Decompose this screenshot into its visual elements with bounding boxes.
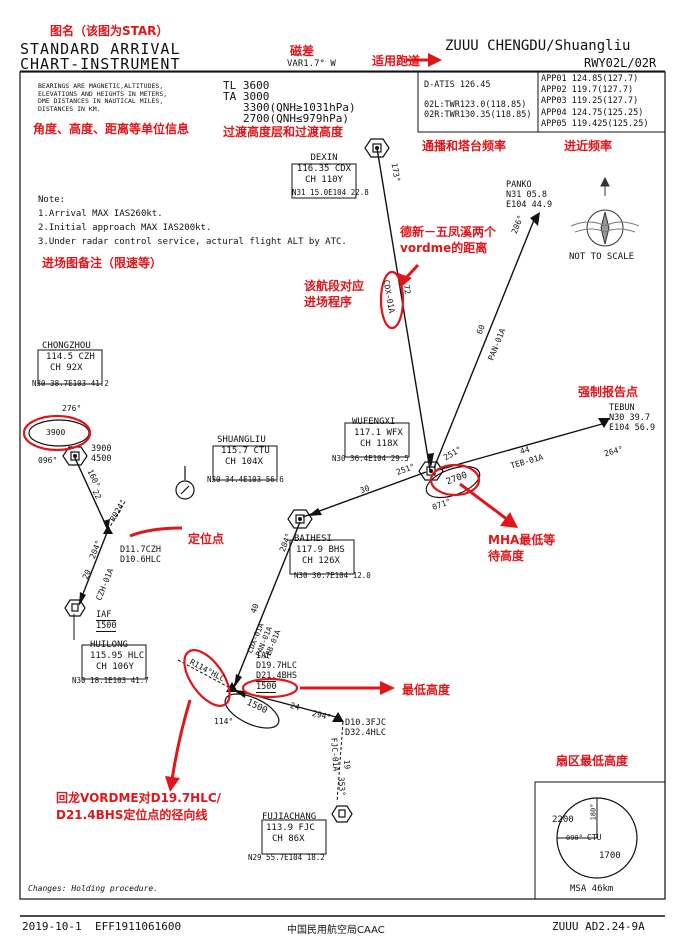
baihesi-coord: N30 30.7E104 12.0 bbox=[294, 571, 371, 580]
not-to-scale: NOT TO SCALE bbox=[569, 252, 635, 262]
footer-authority: 中国民用航空局CAAC bbox=[287, 925, 385, 936]
baihesi-box bbox=[289, 539, 355, 575]
airport-name: ZUUU CHENGDU/Shuangliu bbox=[445, 38, 631, 54]
msa-alt-left: 2200 bbox=[552, 815, 574, 825]
iaf-hold-bearing: 114° bbox=[214, 717, 234, 726]
route-teb bbox=[437, 423, 603, 471]
dexin-coord: N31 15.0E104 22.8 bbox=[292, 188, 369, 197]
footer-page: ZUUU AD2.24-9A bbox=[552, 920, 645, 933]
huilong-box bbox=[81, 644, 147, 680]
route-czh bbox=[74, 457, 109, 531]
shuangliu-vor-symbol bbox=[175, 466, 195, 500]
fjc-inbound: 353° bbox=[336, 776, 347, 797]
czh-fix-triangle bbox=[103, 525, 113, 534]
chongzhou-coord: N30 38.7E103 41.2 bbox=[32, 379, 109, 388]
panko-triangle bbox=[530, 212, 540, 226]
fjc-fix-triangle bbox=[332, 712, 344, 722]
fjc-distance: 24 bbox=[289, 700, 301, 713]
dexin-vor-symbol bbox=[364, 138, 390, 158]
atis-freq: D-ATIS 126.45 bbox=[424, 80, 491, 90]
units-annotation: 角度、高度、距离等单位信息 bbox=[33, 122, 190, 136]
wufengxi-box bbox=[344, 422, 410, 458]
chongzhou-vor-symbol bbox=[62, 446, 88, 466]
baihesi-vor-symbol bbox=[287, 509, 313, 529]
magvar: VAR1.7° W bbox=[287, 59, 336, 69]
msa-alt-right: 1700 bbox=[599, 851, 621, 861]
changes-note: Changes: Holding procedure. bbox=[28, 884, 159, 893]
radial-annotation: 回龙VORDME对D19.7HLC/ D21.4BHS定位点的径向线 bbox=[56, 791, 222, 822]
msa-box bbox=[534, 781, 666, 900]
north-arrow-icon bbox=[570, 176, 640, 247]
shuangliu-coord: N30 34.4E103 56.6 bbox=[207, 475, 284, 484]
msa-brg-left: 090° bbox=[566, 834, 583, 842]
approach-box bbox=[537, 71, 666, 133]
report-point-annotation: 强制报告点 bbox=[578, 385, 639, 399]
route-czh-iaf bbox=[78, 529, 109, 605]
route-bhs-iaf bbox=[233, 521, 301, 687]
tebun-triangle bbox=[598, 418, 610, 428]
chart-name-annotation: 图名（该图为STAR） bbox=[50, 24, 169, 38]
units-note: BEARINGS ARE MAGNETIC,ALTITUDES,ELEVATIO… bbox=[38, 82, 168, 113]
runway: RWY02L/02R bbox=[584, 56, 657, 70]
tower-annotation: 通播和塔台频率 bbox=[422, 139, 507, 153]
route-program-annotation: 该航段对应 进场程序 bbox=[304, 279, 365, 309]
route-pan bbox=[433, 219, 535, 469]
magvar-annotation: 磁差 bbox=[290, 44, 315, 58]
footer-eff: EFF1911061600 bbox=[95, 920, 182, 933]
msa-center: CTU bbox=[587, 833, 602, 842]
chart-title-line1: STANDARD ARRIVAL bbox=[20, 40, 181, 58]
tower-freq: 02L:TWR123.0(118.85)02R:TWR130.35(118.85… bbox=[424, 100, 532, 120]
czh-hold-inbound: 276° bbox=[62, 404, 82, 413]
shuangliu-box bbox=[212, 445, 278, 481]
msa-brg-top: 180° bbox=[589, 803, 598, 821]
huilong-vor-symbol bbox=[64, 599, 86, 617]
czh-hold-alt: 3900 bbox=[46, 428, 66, 437]
approach-freq-list: APP01 124.85(127.7)APP02 119.7(127.7)APP… bbox=[541, 74, 649, 129]
dexin-box bbox=[291, 163, 357, 199]
fujiachang-box bbox=[261, 819, 327, 855]
footer-date: 2019-10-1 bbox=[22, 920, 82, 933]
route-wfx-bhs bbox=[302, 471, 427, 518]
fujiachang-vor-symbol bbox=[331, 805, 353, 823]
wufengxi-coord: N30 36.4E104 29.5 bbox=[332, 454, 409, 463]
czh-hold-outbound: 096° bbox=[38, 456, 58, 465]
iaf-hold bbox=[224, 693, 280, 729]
chongzhou-box bbox=[37, 349, 103, 385]
app-annotation: 进近频率 bbox=[564, 139, 613, 153]
fix-point-annotation: 定位点 bbox=[188, 532, 225, 546]
sector-min-alt-annotation: 扇区最低高度 bbox=[556, 754, 629, 768]
wufengxi-vor-symbol bbox=[418, 461, 444, 481]
runway-annotation: 适用跑道 bbox=[372, 54, 421, 68]
huilong-coord: N30 18.1E103 41.7 bbox=[72, 676, 149, 685]
min-alt-annotation: 最低高度 bbox=[402, 683, 451, 697]
transition-block: TL 3600 TA 3000 3300(QNH≥1031hPa) 2700(Q… bbox=[223, 79, 356, 125]
fjc-distance2: 19 bbox=[341, 759, 352, 770]
cdx-distance: 72 bbox=[401, 283, 413, 296]
notes-annotation: 进场图备注（限速等） bbox=[42, 256, 163, 270]
notes-block: Note: 1.Arrival MAX IAS260kt. 2.Initial … bbox=[38, 195, 347, 247]
fujiachang-coord: N29 55.7E104 18.2 bbox=[248, 853, 325, 862]
chart-title-line2: CHART-INSTRUMENT bbox=[20, 55, 181, 73]
vordme-distance-annotation: 德新－五凤溪两个 vordme的距离 bbox=[400, 225, 497, 255]
mha-annotation: MHA最低等 待高度 bbox=[488, 533, 556, 563]
msa-caption: MSA 46km bbox=[570, 884, 614, 894]
transition-annotation: 过渡高度层和过渡高度 bbox=[223, 125, 344, 139]
